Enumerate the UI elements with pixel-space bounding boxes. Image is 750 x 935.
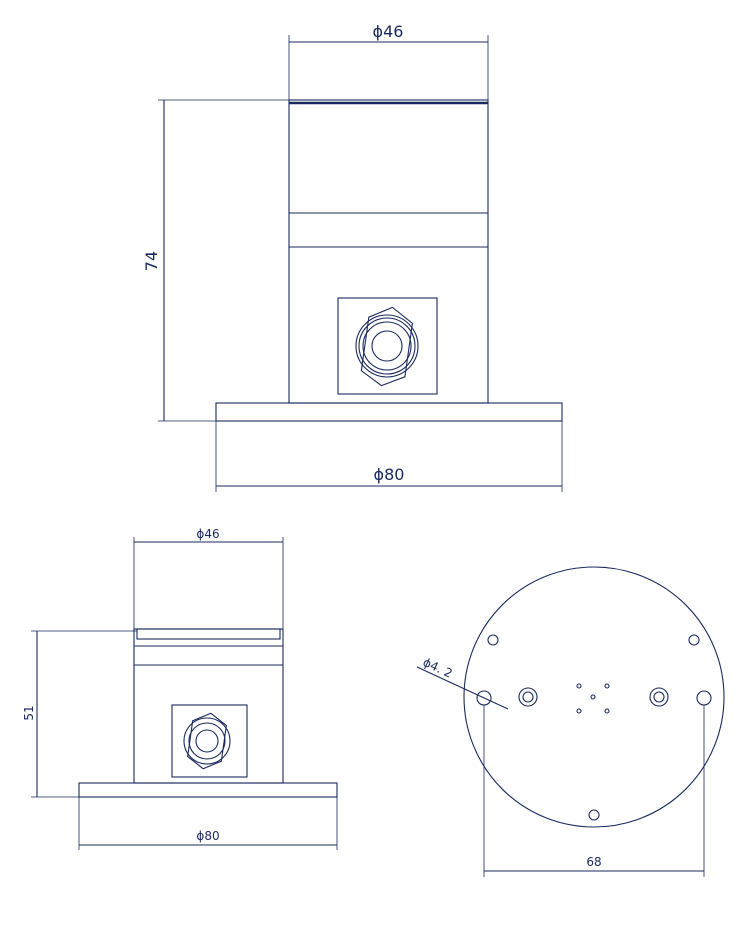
front-gland-mid xyxy=(362,321,412,371)
side-body xyxy=(133,628,284,784)
side-dim-top-label: ϕ46 xyxy=(196,527,219,541)
bottom-outline xyxy=(463,566,725,828)
side-base xyxy=(78,782,338,798)
front-base xyxy=(215,402,563,422)
bottom-view: ϕ4. 2 68 xyxy=(416,566,725,877)
front-view: ϕ46 74 ϕ80 xyxy=(142,22,563,492)
front-dim-base-label: ϕ80 xyxy=(374,465,405,484)
bottom-cbore-right-outer xyxy=(649,687,669,707)
front-gland-inner xyxy=(371,330,403,362)
bottom-pin-4 xyxy=(576,708,582,714)
bottom-pin-2 xyxy=(604,683,610,689)
bottom-cbore-left-inner xyxy=(522,691,534,703)
front-dim-height-label: 74 xyxy=(142,251,161,271)
side-view: ϕ46 51 ϕ80 xyxy=(22,527,338,850)
side-gland-outer xyxy=(183,717,231,765)
side-gland-inner xyxy=(195,729,219,753)
side-dim-height-label: 51 xyxy=(22,705,36,720)
front-connector-box xyxy=(337,297,438,395)
bottom-hole-top-right xyxy=(688,634,700,646)
bottom-hole-bottom xyxy=(588,809,600,821)
bottom-cbore-left-outer xyxy=(518,687,538,707)
front-gland-outer xyxy=(355,314,419,378)
front-gland-hex xyxy=(360,306,413,387)
side-connector-box xyxy=(171,704,248,778)
bottom-hole-top-left xyxy=(487,634,499,646)
bottom-pin-5 xyxy=(604,708,610,714)
side-gland-hex xyxy=(187,712,227,770)
bottom-pin-1 xyxy=(576,683,582,689)
side-top-cap xyxy=(136,628,281,640)
bottom-dim-hole-leader xyxy=(416,666,509,710)
side-gland-mid xyxy=(188,722,226,760)
bottom-cbore-right-inner xyxy=(653,691,665,703)
front-dim-top-label: ϕ46 xyxy=(373,22,404,41)
bottom-dim-spacing-label: 68 xyxy=(586,855,601,869)
side-dim-base-label: ϕ80 xyxy=(196,829,219,843)
bottom-pin-3 xyxy=(590,694,596,700)
bottom-mount-hole-right xyxy=(696,690,712,706)
front-body xyxy=(288,99,489,404)
front-gland-outer-2 xyxy=(358,317,416,375)
